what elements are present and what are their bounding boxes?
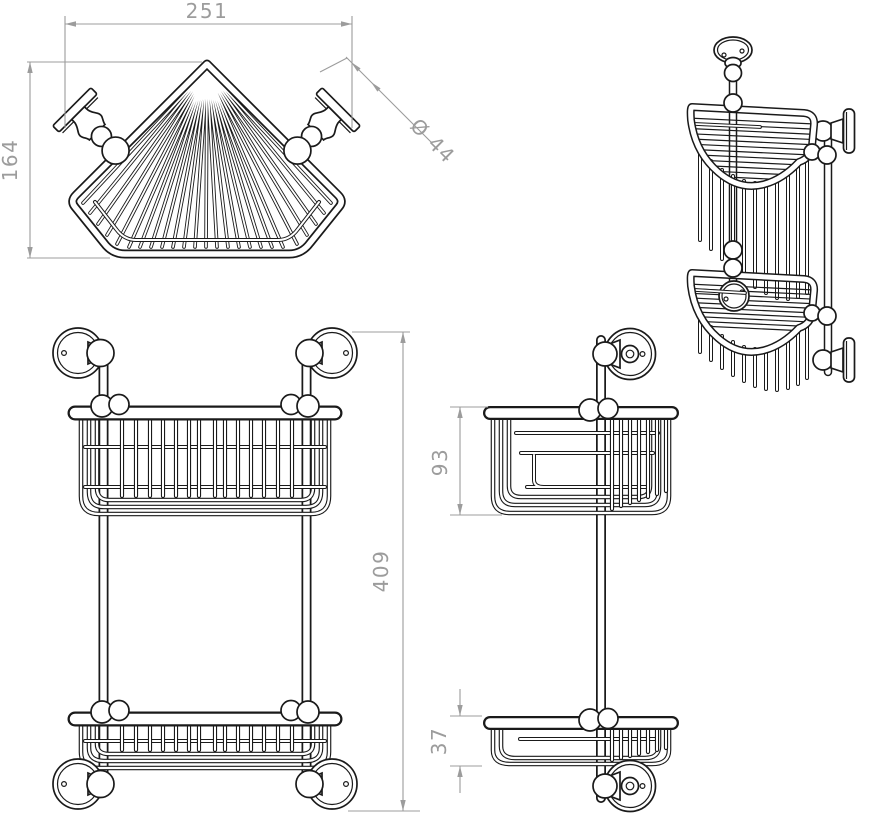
dim-lower-basket-label: 37: [427, 727, 451, 755]
wall-flange-bottom-left: [52, 758, 115, 810]
wall-flange-bottom-right: [295, 758, 358, 810]
upper-basket-front: [67, 393, 343, 517]
dim-depth-label: 164: [0, 139, 22, 182]
basket-floor-outline: [93, 200, 321, 242]
lower-basket-front: [67, 699, 343, 771]
dim-upper-basket: 93: [428, 406, 502, 516]
wall-flange-top-side: [592, 327, 657, 381]
perspective-view: [686, 36, 856, 392]
dim-width-label: 251: [186, 0, 229, 23]
basket-wires: [81, 68, 333, 249]
wall-flange-top-left: [52, 327, 115, 379]
dim-upper-basket-label: 93: [428, 448, 452, 476]
upper-basket-side: [483, 397, 679, 516]
dim-depth: 164: [0, 61, 202, 259]
wall-flange-bottom-side: [592, 759, 657, 813]
wall-mount-left: [52, 87, 130, 165]
wall-flange-top-right: [295, 327, 358, 379]
side-rail-mount-top: [812, 108, 856, 154]
front-view: 409: [52, 327, 420, 812]
upper-basket-3d: [686, 93, 837, 301]
dim-flange-diameter-label: Ø 44: [405, 114, 460, 169]
lower-basket-side: [483, 707, 679, 767]
dim-lower-basket: 37: [427, 689, 482, 793]
top-view: 251 164 Ø 44: [0, 0, 460, 259]
dim-overall-height: 409: [348, 331, 420, 812]
wall-flange-top: [713, 36, 753, 83]
dim-overall-height-label: 409: [369, 550, 393, 593]
side-rail-mount-bottom: [812, 337, 856, 383]
dim-width: 251: [64, 0, 353, 128]
side-view: 93 37: [427, 327, 679, 813]
rod-joint-ball: [723, 240, 743, 260]
basket-top-outline: [68, 59, 346, 259]
wall-mount-right: [283, 87, 361, 165]
lower-basket-3d: [686, 258, 837, 392]
